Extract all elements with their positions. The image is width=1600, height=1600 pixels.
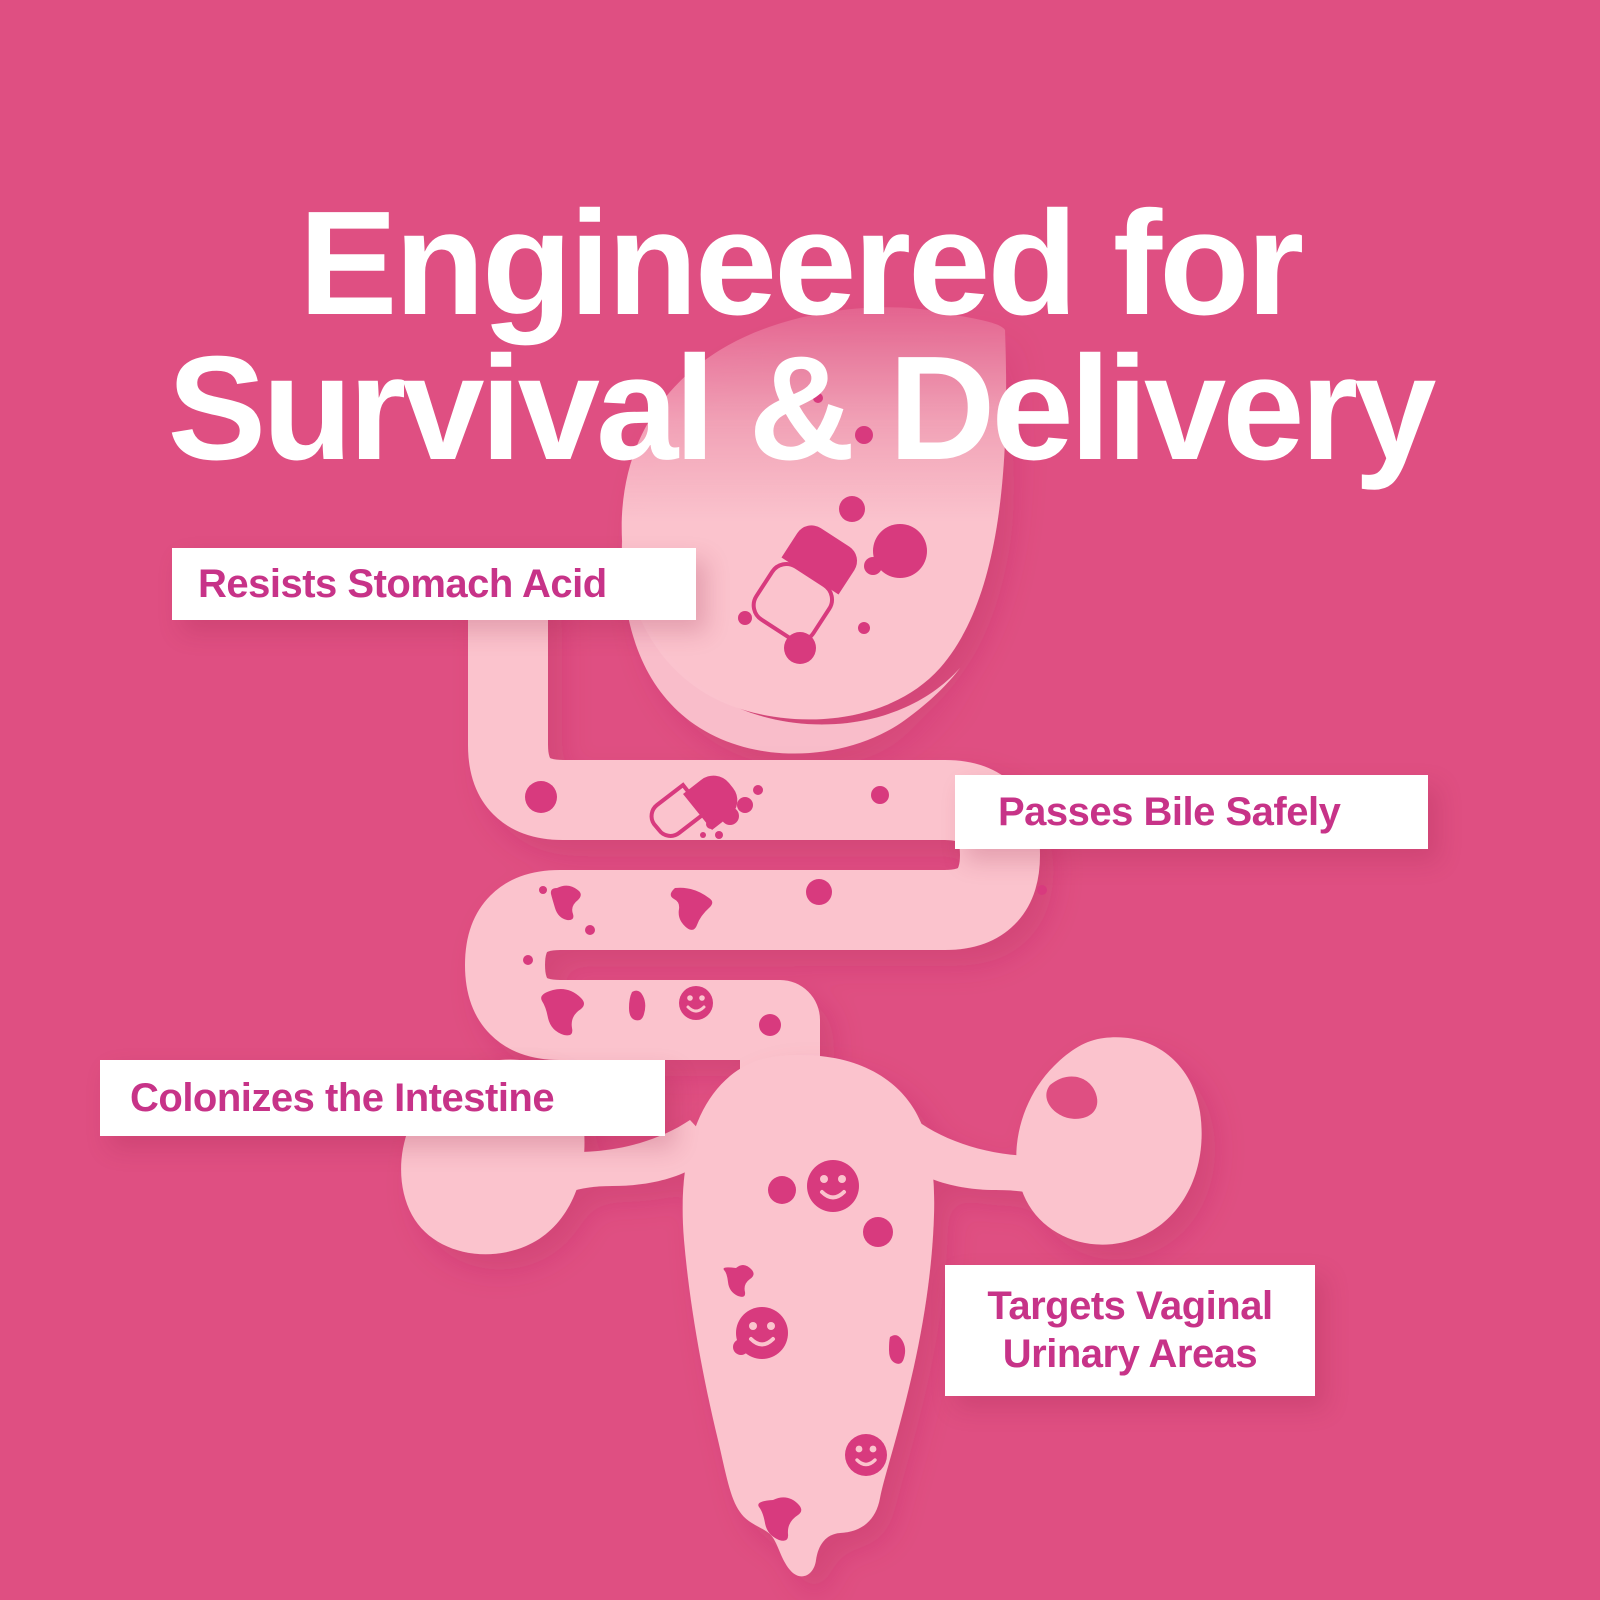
callout-colonizes-the-intestine[interactable]: Colonizes the Intestine <box>100 1060 665 1136</box>
probiotic-bacteria-dot <box>806 879 832 905</box>
uterus-contents <box>723 1160 906 1541</box>
probiotic-bacteria-dot <box>1037 885 1047 895</box>
open-capsule-icon <box>649 775 739 839</box>
probiotic-bacteria-dot <box>525 781 557 813</box>
callout-resists-stomach-acid[interactable]: Resists Stomach Acid <box>172 548 696 620</box>
callout-label-line-2: Urinary Areas <box>1002 1331 1258 1376</box>
probiotic-bacteria-dot <box>871 786 889 804</box>
probiotic-bacteria-dot <box>873 524 927 578</box>
probiotic-bacteria-dot <box>768 1176 796 1204</box>
smiling-bacteria-icon <box>736 1307 788 1359</box>
callout-label-multiline: Targets Vaginal Urinary Areas <box>955 1283 1305 1377</box>
probiotic-bacteria-dot <box>858 622 870 634</box>
probiotic-bacteria-dot <box>864 557 882 575</box>
probiotic-bacteria-dot <box>863 1217 893 1247</box>
probiotic-bacteria-dot <box>759 1014 781 1036</box>
probiotic-bacteria-dot <box>738 611 752 625</box>
probiotic-bacteria-dot <box>813 393 823 403</box>
probiotic-bacteria-dot <box>585 925 595 935</box>
callout-label: Resists Stomach Acid <box>198 561 607 606</box>
probiotic-bacteria-rod <box>541 885 713 1036</box>
smiling-bacteria-icon <box>679 986 713 1020</box>
stomach-contents <box>738 393 927 664</box>
probiotic-bacteria-dot <box>855 426 873 444</box>
probiotic-bacteria-dot <box>539 886 547 894</box>
probiotic-bacteria-rod <box>723 1264 906 1541</box>
probiotic-bacteria-dot <box>737 797 753 813</box>
smiling-bacteria-icon <box>807 1160 859 1212</box>
callout-targets-vaginal-urinary-areas[interactable]: Targets Vaginal Urinary Areas <box>945 1265 1315 1396</box>
stomach-shape <box>621 307 1007 754</box>
probiotic-bacteria-dot <box>523 955 533 965</box>
callout-label: Passes Bile Safely <box>998 789 1341 834</box>
probiotic-bacteria-dot <box>839 496 865 522</box>
callout-label: Colonizes the Intestine <box>130 1075 555 1120</box>
capsule-pill-icon <box>751 525 858 643</box>
probiotic-bacteria-dot <box>753 785 763 795</box>
callout-passes-bile-safely[interactable]: Passes Bile Safely <box>955 775 1428 849</box>
smiling-bacteria-icon <box>845 1434 887 1476</box>
callout-label-line-1: Targets Vaginal <box>987 1284 1273 1329</box>
